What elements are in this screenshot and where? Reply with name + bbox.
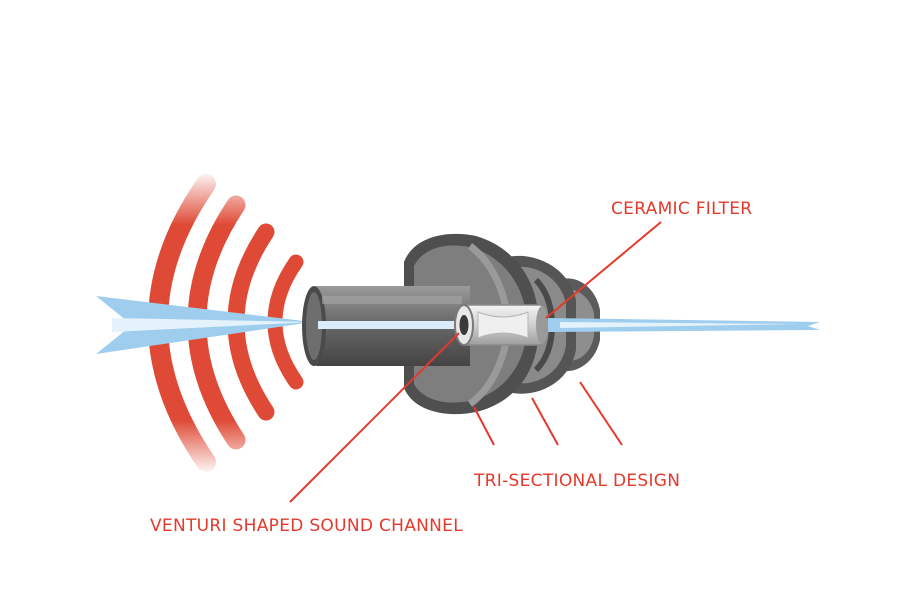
ceramic-filter-label: CERAMIC FILTER	[611, 199, 752, 219]
callout-lines	[289, 221, 662, 503]
outgoing-sound-beam	[548, 318, 820, 332]
tri-sectional-leader-2	[531, 397, 559, 446]
ceramic-filter-leader	[545, 221, 662, 319]
tri-sectional-design-label: TRI-SECTIONAL DESIGN	[473, 471, 680, 491]
ceramic-filter-cylinder	[454, 304, 548, 346]
venturi-channel-leader	[289, 332, 460, 503]
tri-sectional-leader-3	[579, 381, 623, 446]
tri-sectional-leader-1	[473, 406, 495, 446]
incoming-sound-beam	[96, 296, 312, 354]
venturi-sound-channel-label: VENTURI SHAPED SOUND CHANNEL	[150, 516, 463, 536]
